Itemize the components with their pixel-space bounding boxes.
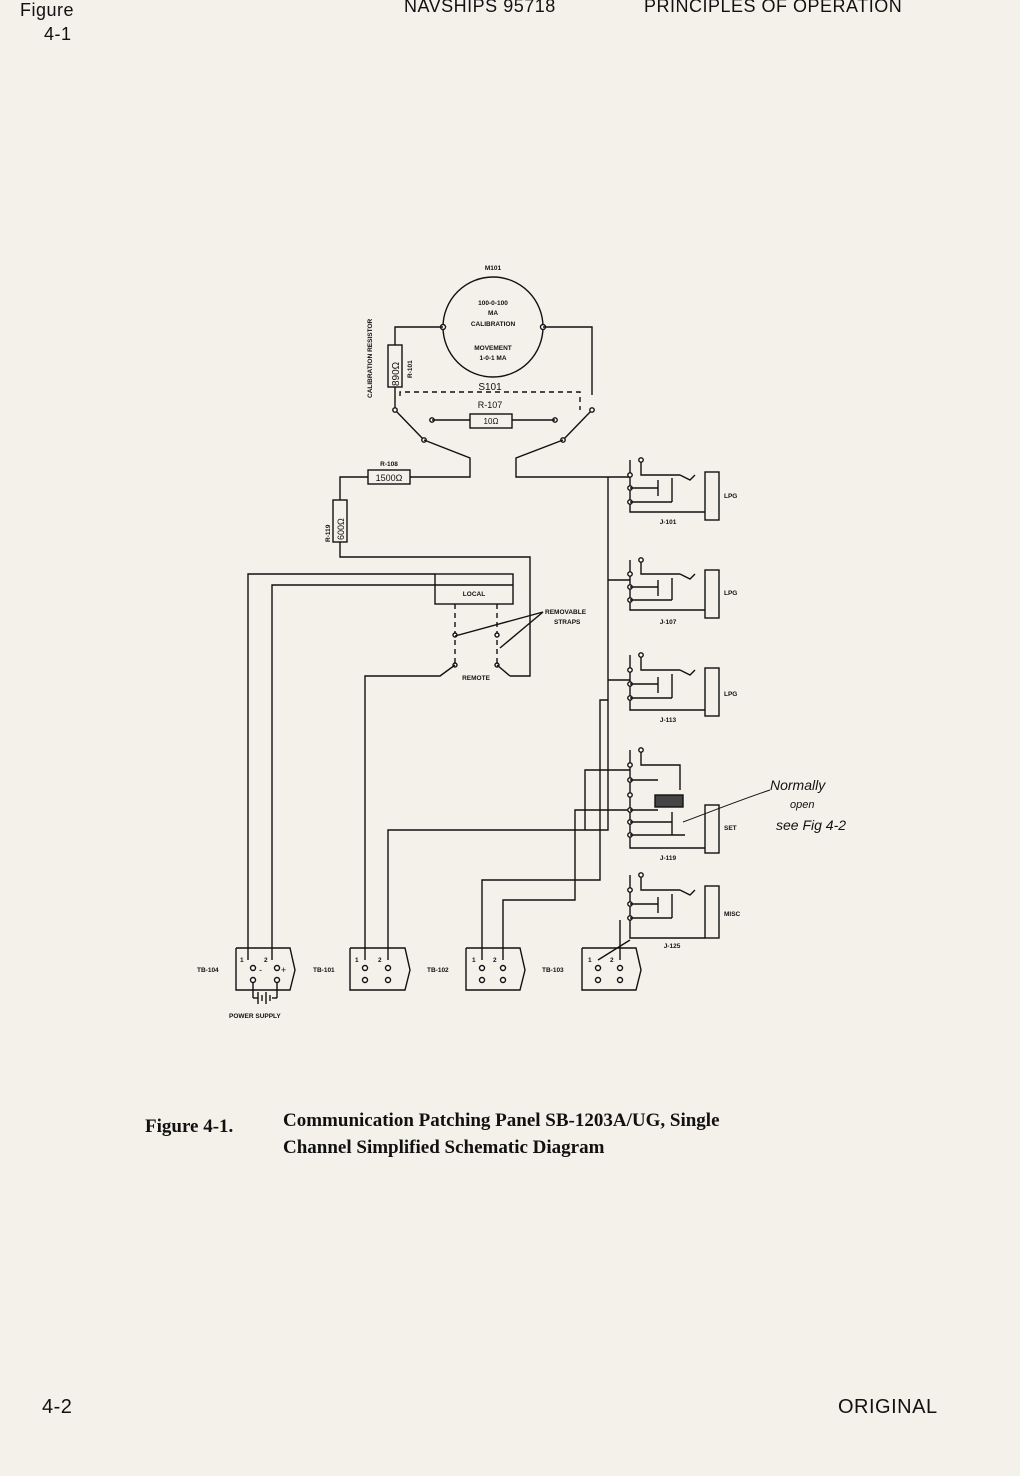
tb104-pin1: 1: [240, 957, 244, 964]
meter-unit: MA: [488, 310, 498, 317]
tb102-pin2: 2: [493, 957, 497, 964]
r101-value: 890Ω: [391, 361, 402, 386]
jack-j119-label: SET: [724, 825, 737, 832]
meter-movement: MOVEMENT: [474, 345, 512, 352]
r107-value: 10Ω: [484, 417, 499, 426]
cal-resistor-label: CALIBRATION RESISTOR: [367, 318, 374, 398]
jack-j125-label: MISC: [724, 911, 741, 918]
note-line2: open: [790, 799, 814, 811]
tb102-pin1: 1: [472, 957, 476, 964]
meter-movement-range: 1-0-1 MA: [479, 355, 506, 362]
caption-line1: Communication Patching Panel SB-1203A/UG…: [283, 1110, 720, 1131]
caption-label: Figure 4-1.: [145, 1116, 234, 1137]
switch-id: S101: [478, 382, 502, 393]
power-supply-label: POWER SUPPLY: [229, 1013, 281, 1020]
r108-value: 1500Ω: [376, 473, 403, 483]
r119-id: R-119: [325, 524, 332, 542]
resistor-r107: [469, 413, 513, 429]
tb103-pin2: 2: [610, 957, 614, 964]
tb101-pin1: 1: [355, 957, 359, 964]
local-label: LOCAL: [463, 591, 485, 598]
removable-label: REMOVABLE: [545, 609, 587, 616]
r107-id: R-107: [478, 400, 503, 410]
tb104-plus: +: [281, 965, 286, 975]
note-line1: Normally: [770, 777, 826, 793]
terminal-board-tb101: [349, 947, 411, 991]
jack-j107-id: J-107: [660, 619, 677, 626]
jack-j101: [627, 457, 720, 521]
tb101-pin2: 2: [378, 957, 382, 964]
r108-id: R-108: [380, 461, 398, 468]
tb104-label: TB-104: [197, 967, 219, 974]
remote-label: REMOTE: [462, 675, 490, 682]
terminal-board-tb104: [235, 947, 296, 1004]
jack-j119-id: J-119: [660, 855, 677, 862]
meter-calibration: CALIBRATION: [471, 321, 516, 328]
page-number: 4-2: [42, 1396, 73, 1418]
figure-number: 4-1: [44, 24, 72, 44]
meter-designator: M101: [485, 265, 502, 272]
terminal-board-tb102: [465, 947, 526, 991]
figure-label: Figure: [20, 0, 75, 20]
section-title: PRINCIPLES OF OPERATION: [644, 0, 903, 16]
r101-id: R-101: [407, 360, 414, 378]
jack-j107: [627, 557, 720, 619]
jack-j101-label: LPG: [724, 493, 737, 500]
edition-label: ORIGINAL: [838, 1396, 938, 1418]
meter-range: 100-0-100: [478, 300, 508, 307]
jack-j113: [627, 652, 720, 717]
jack-j113-id: J-113: [660, 717, 677, 724]
handwritten-note: Normally open see Fig 4-2: [770, 777, 846, 833]
jack-j125-id: J-125: [664, 943, 681, 950]
tb102-label: TB-102: [427, 967, 449, 974]
jack-j107-label: LPG: [724, 590, 737, 597]
jack-j113-label: LPG: [724, 691, 737, 698]
note-line3: see Fig 4-2: [776, 817, 846, 833]
r119-value: 600Ω: [336, 518, 346, 540]
tb103-label: TB-103: [542, 967, 564, 974]
tb101-label: TB-101: [313, 967, 335, 974]
straps-label: STRAPS: [554, 619, 581, 626]
tb104-minus: -: [259, 965, 262, 975]
tb104-pin2: 2: [264, 957, 268, 964]
jack-j119: [627, 747, 720, 854]
document-id: NAVSHIPS 95718: [404, 0, 556, 16]
jack-j125: [627, 872, 720, 939]
jack-j101-id: J-101: [660, 519, 677, 526]
terminal-board-tb103: [581, 947, 642, 991]
tb103-pin1: 1: [588, 957, 592, 964]
caption-line2: Channel Simplified Schematic Diagram: [283, 1137, 605, 1158]
